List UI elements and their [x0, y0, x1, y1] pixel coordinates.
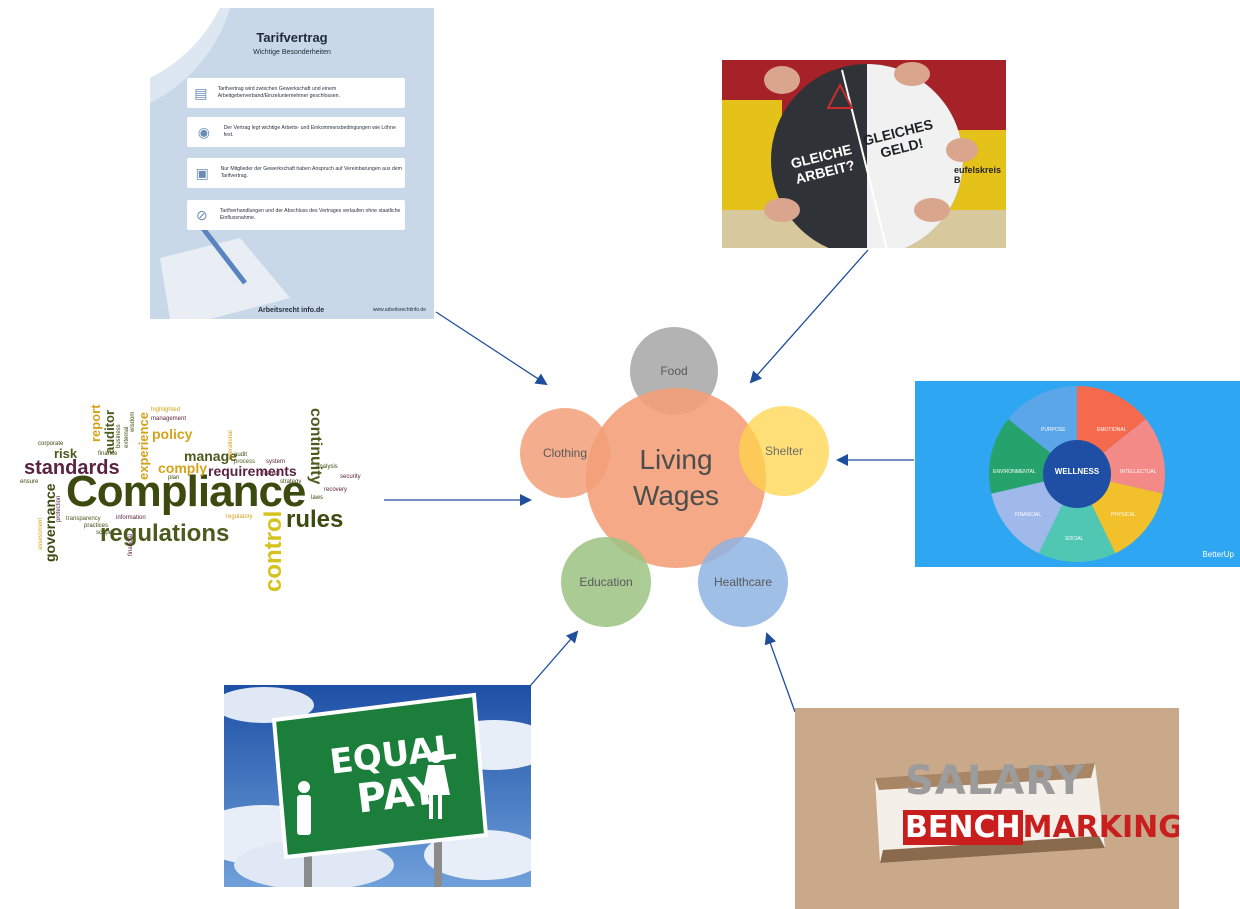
tarif-item-text: Tarifverhandlungen und der Abschluss des… — [219, 208, 401, 221]
arrow-gleiche — [749, 249, 869, 384]
word-analysis: analysis — [316, 464, 338, 470]
tarif-background — [150, 8, 290, 319]
word-management: management — [151, 416, 187, 422]
word-information: information — [116, 515, 146, 521]
word-financial: financial — [128, 533, 134, 556]
shelter-circle: Shelter — [739, 406, 829, 496]
betterup-logo: BetterUp — [1202, 550, 1234, 559]
tarif-item-text: Nur Mitglieder der Gewerkschaft haben An… — [220, 166, 402, 179]
word-compliance: Compliance — [66, 467, 306, 516]
tarif-item-text: Der Vertrag legt wichtige Arbeits- und E… — [223, 125, 396, 138]
food-label: Food — [660, 364, 688, 378]
healthcare-circle: Healthcare — [698, 537, 788, 627]
salary-word: SALARY — [905, 758, 1085, 804]
word-requirements: requirements — [208, 463, 297, 479]
word-regulatory: regulatory — [226, 514, 253, 520]
word-risk: risk — [54, 446, 78, 461]
tarif-item: ◉ Der Vertrag legt wichtige Arbeits- und… — [187, 117, 405, 147]
word-practices: practices — [84, 523, 109, 529]
id-card-icon: ▣ — [195, 164, 209, 181]
education-circle: Education — [561, 537, 651, 627]
tarif-item-text: Tarifvertrag wird zwischen Gewerkschaft … — [217, 86, 340, 99]
word-ensure: ensure — [20, 479, 39, 485]
word-experience: experience — [136, 412, 151, 480]
wellness-segment: ENVIRONMENTAL — [993, 469, 1036, 475]
compliance-word-cloud: Compliance regulations standards rules c… — [18, 400, 378, 596]
tarif-url: www.arbeitsrechtinfo.de — [372, 307, 426, 313]
gleiche-arbeit-image: GLEICHE ARBEIT? GLEICHES GELD! eufelskre… — [722, 60, 1006, 248]
marking-part: MARKING — [1022, 810, 1179, 845]
word-system: system — [266, 459, 286, 465]
benchmarking-word: BENCHMARKING — [903, 810, 1179, 845]
shelter-label: Shelter — [764, 444, 804, 458]
word-wisdom: wisdom — [130, 411, 136, 432]
tarif-item: ▣ Nur Mitglieder der Gewerkschaft haben … — [187, 158, 405, 188]
healthcare-label: Healthcare — [713, 575, 773, 589]
living-wages-line1: Living — [639, 444, 713, 475]
word-assessment: assessment — [38, 517, 44, 550]
word-regulations: regulations — [100, 520, 230, 547]
word-security: security — [340, 474, 361, 480]
word-transparency: transparency — [66, 516, 101, 522]
tarif-brand: Arbeitsrecht info.de — [258, 307, 325, 314]
word-laws: laws — [311, 495, 324, 501]
word-policy: policy — [152, 426, 193, 442]
word-recovery: recovery — [324, 487, 348, 493]
word-comply: comply — [158, 460, 208, 476]
arrow-tarifvertrag — [435, 311, 548, 386]
word-plan: plan — [168, 475, 180, 481]
tarif-item: ⊘ Tarifverhandlungen und der Abschluss d… — [187, 200, 405, 230]
wellness-segment: PHYSICAL — [1111, 512, 1136, 518]
wellness-center: WELLNESS — [1054, 467, 1100, 476]
wellness-wheel-image: WELLNESS PURPOSE EMOTIONAL INTELLECTUAL … — [915, 381, 1240, 567]
word-finance: finance — [98, 451, 118, 457]
word-corporate: corporate — [38, 441, 64, 447]
word-manage: manage — [184, 448, 237, 464]
word-control: control — [260, 510, 287, 592]
document-icon: ▤ — [194, 84, 208, 101]
wellness-segment: FINANCIAL — [1015, 512, 1042, 518]
word-protection: protection — [56, 495, 62, 522]
word-internal: internal — [260, 471, 280, 477]
word-strategy: strategy — [280, 479, 302, 485]
tarif-item: ▤ Tarifvertrag wird zwischen Gewerkschaf… — [187, 78, 405, 108]
arrow-equal-pay — [529, 630, 579, 687]
arrow-salary — [764, 632, 796, 713]
living-wages-line2: Wages — [632, 480, 720, 511]
equal-pay-image: EQUAL PAY — [224, 685, 531, 887]
tarifvertrag-image: Tarifvertrag Wichtige Besonderheiten ▤ T… — [150, 8, 434, 319]
word-audit: audit — [234, 452, 248, 458]
eye-off-icon: ⊘ — [196, 206, 208, 223]
wellness-segment: PURPOSE — [1041, 427, 1066, 433]
wellness-segment: INTELLECTUAL — [1120, 469, 1157, 475]
tarif-title: Tarifvertrag — [256, 30, 328, 45]
wellness-segment: SOCIAL — [1065, 536, 1084, 542]
word-auditor: auditor — [102, 409, 117, 454]
word-continuity: continuity — [307, 408, 324, 485]
word-highlighted: highlighted — [151, 407, 181, 413]
tarif-subtitle: Wichtige Besonderheiten — [253, 49, 331, 56]
gleiche-banner: eufelskreis B — [954, 165, 1002, 185]
clothing-label: Clothing — [542, 446, 588, 460]
wellness-wheel — [988, 386, 1166, 563]
equal-pay-sign-text: EQUAL PAY — [327, 727, 459, 823]
education-label: Education — [579, 575, 633, 589]
word-business: business — [116, 424, 122, 448]
salary-benchmarking-image: SALARY BENCHMARKING — [795, 708, 1179, 909]
word-scope: scope — [96, 530, 113, 536]
word-rules: rules — [286, 506, 344, 533]
word-process: process — [234, 459, 256, 465]
word-operational: operational — [228, 430, 234, 460]
word-report: report — [88, 404, 103, 442]
bench-part: BENCH — [903, 810, 1023, 845]
wellness-segment: EMOTIONAL — [1097, 427, 1127, 433]
money-icon: ◉ — [197, 123, 210, 140]
word-standards: standards — [24, 457, 120, 479]
